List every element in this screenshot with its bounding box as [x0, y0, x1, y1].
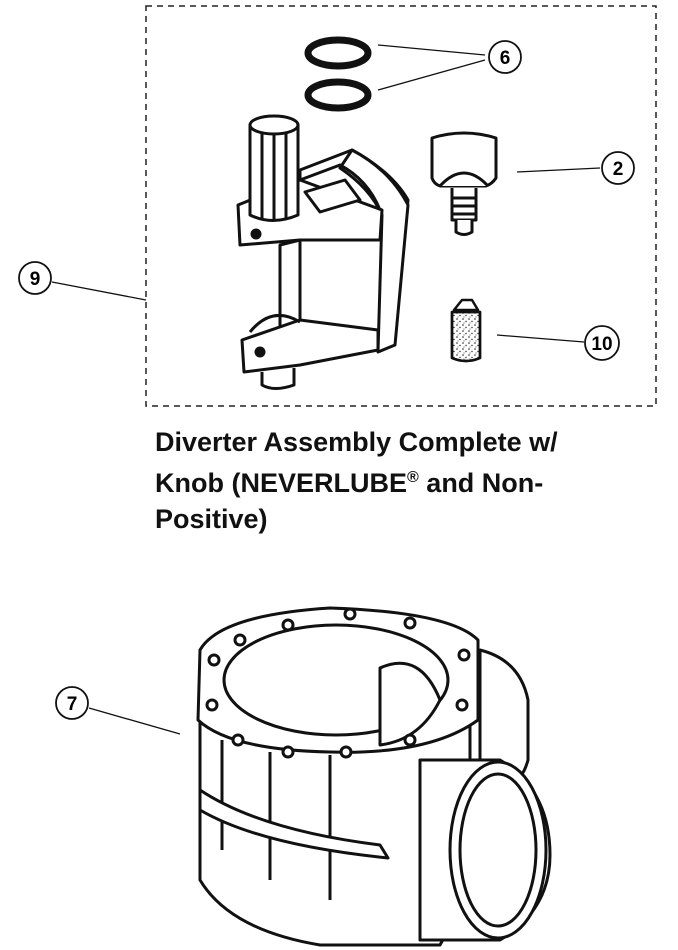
caption-line-1: Diverter Assembly Complete w/ [155, 427, 558, 457]
o-ring-lower [304, 78, 372, 112]
valve-body-part [196, 606, 552, 947]
knob-part [430, 131, 498, 236]
callout-10: 10 [584, 325, 620, 361]
svg-text:10: 10 [591, 334, 612, 355]
svg-text:6: 6 [500, 48, 511, 69]
svg-text:7: 7 [67, 694, 78, 715]
caption-line-2-pre: Knob (NEVERLUBE [155, 468, 407, 498]
o-ring-upper [304, 36, 372, 70]
callout-6: 6 [488, 40, 522, 74]
caption-line-2-post: and Non- [418, 468, 544, 498]
assembly-caption: Diverter Assembly Complete w/ Knob (NEVE… [155, 424, 655, 537]
diverter-part [236, 114, 410, 390]
callout-7: 7 [55, 686, 89, 720]
callout-2: 2 [601, 151, 635, 185]
callout-9: 9 [18, 261, 52, 295]
assembly-boundary-box [145, 5, 657, 407]
caption-line-3: Positive) [155, 504, 268, 534]
registered-mark: ® [407, 469, 419, 486]
svg-text:2: 2 [613, 159, 624, 180]
svg-text:9: 9 [30, 269, 41, 290]
leader-lines [51, 44, 601, 735]
plug-part [450, 298, 482, 363]
